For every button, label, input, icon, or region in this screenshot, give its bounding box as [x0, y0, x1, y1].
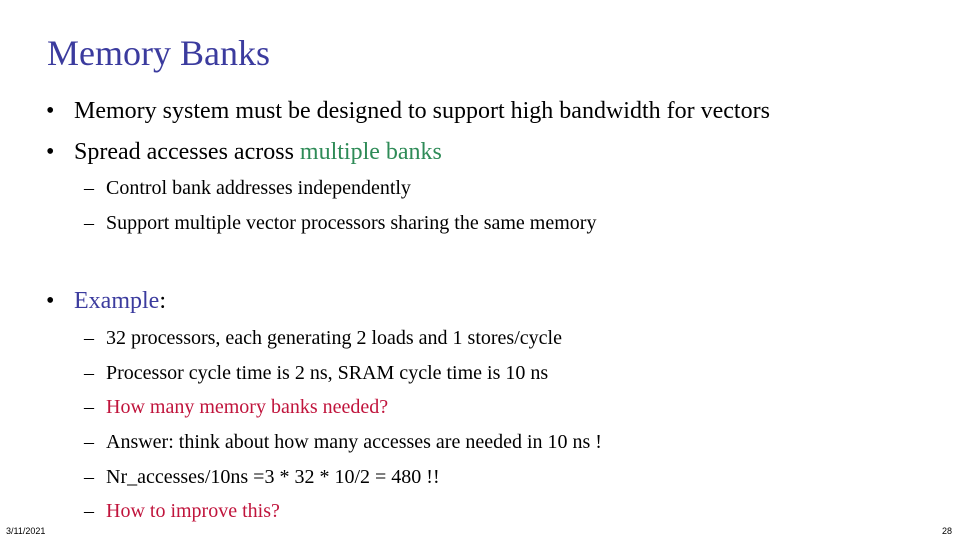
sub-bullet-text: Support multiple vector processors shari… [106, 212, 597, 234]
dash-marker: – [84, 212, 94, 234]
bullet-spread-accesses: • Spread accesses across multiple banks [46, 137, 442, 167]
example-item-answer: –Answer: think about how many accesses a… [84, 429, 602, 455]
bullet-example: • Example: [46, 286, 166, 316]
bullet-bandwidth: • Memory system must be designed to suppo… [46, 96, 770, 126]
example-colon: : [159, 288, 166, 314]
dash-marker: – [84, 431, 94, 453]
bullet-text: Spread accesses across [74, 139, 300, 165]
dash-marker: – [84, 362, 94, 384]
example-item-text: How to improve this? [106, 500, 280, 522]
example-label: Example [74, 288, 160, 314]
sub-bullet-support-multiple: –Support multiple vector processors shar… [84, 210, 596, 236]
sub-bullet-control-bank: –Control bank addresses independently [84, 175, 411, 201]
bullet-marker: • [46, 139, 55, 165]
example-item-question-improve: –How to improve this? [84, 498, 280, 524]
dash-marker: – [84, 396, 94, 418]
example-item-text: Nr_accesses/10ns =3 * 32 * 10/2 = 480 !! [106, 466, 440, 488]
dash-marker: – [84, 500, 94, 522]
example-item-cycle-time: –Processor cycle time is 2 ns, SRAM cycl… [84, 360, 548, 386]
example-item-processors: –32 processors, each generating 2 loads … [84, 325, 562, 351]
example-item-calculation: –Nr_accesses/10ns =3 * 32 * 10/2 = 480 !… [84, 464, 440, 490]
dash-marker: – [84, 466, 94, 488]
example-item-text: Processor cycle time is 2 ns, SRAM cycle… [106, 362, 549, 384]
dash-marker: – [84, 177, 94, 199]
slide-title: Memory Banks [47, 33, 270, 73]
bullet-marker: • [46, 98, 55, 124]
highlight-multiple-banks: multiple banks [299, 139, 442, 165]
slide-number: 28 [941, 526, 952, 536]
example-item-text: How many memory banks needed? [106, 396, 389, 418]
sub-bullet-text: Control bank addresses independently [106, 177, 411, 199]
bullet-marker: • [46, 288, 55, 314]
footer-date: 3/11/2021 [6, 526, 46, 536]
example-item-text: 32 processors, each generating 2 loads a… [106, 327, 562, 349]
example-item-text: Answer: think about how many accesses ar… [106, 431, 602, 453]
dash-marker: – [84, 327, 94, 349]
bullet-text: Memory system must be designed to suppor… [74, 98, 770, 124]
example-item-question-banks: –How many memory banks needed? [84, 394, 388, 420]
